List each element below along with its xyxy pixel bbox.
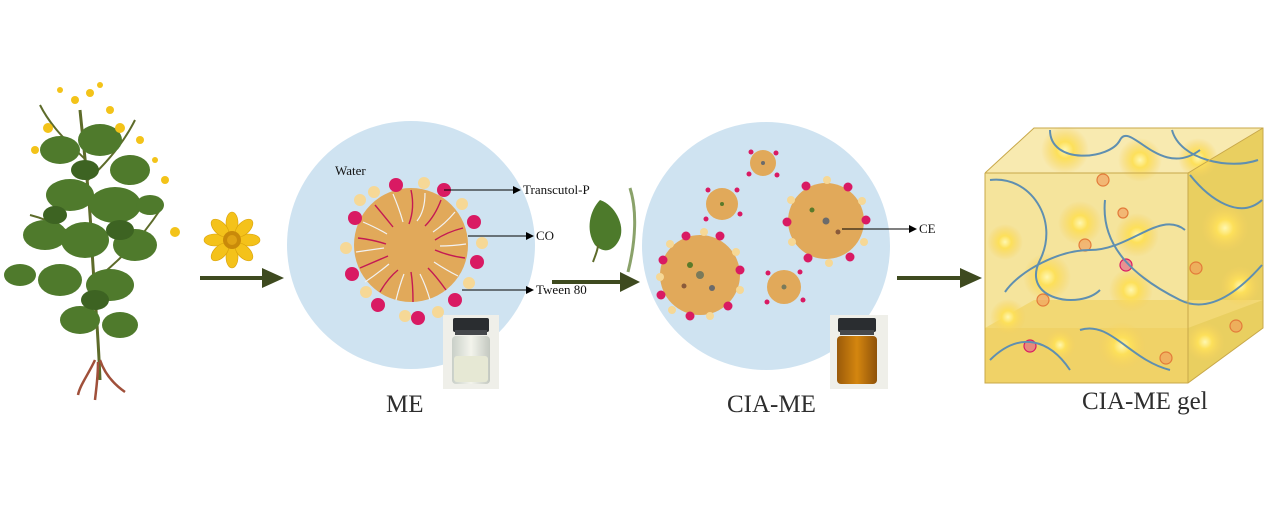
water-label: Water <box>335 163 366 178</box>
yellow-flower-icon <box>203 211 261 269</box>
loaded-droplet-small-1 <box>703 187 743 222</box>
loaded-droplet-small-2 <box>746 149 780 178</box>
process-arrow-2 <box>552 272 640 292</box>
me-label: ME <box>386 391 424 418</box>
transcutol-label: Transcutol-P <box>523 182 590 197</box>
stem-icon <box>626 187 637 273</box>
chrysanthemum-plant-icon <box>4 82 180 401</box>
me-callouts: Transcutol-P CO Tween 80 <box>444 182 590 297</box>
ce-callout: CE <box>842 221 936 236</box>
process-arrow-1 <box>200 268 284 288</box>
gel-cube-icon <box>984 126 1264 384</box>
loaded-droplet-large <box>656 228 745 321</box>
loaded-droplet-small-3 <box>764 269 806 305</box>
cia-me-label: CIA-ME <box>727 391 816 418</box>
co-label: CO <box>536 228 554 243</box>
cia-me-gel-label: CIA-ME gel <box>1082 388 1208 415</box>
ce-label: CE <box>919 221 936 236</box>
cia-me-droplet <box>642 122 890 370</box>
loaded-droplet-upper-right <box>782 176 871 267</box>
leaf-icon <box>589 200 622 263</box>
tween-label: Tween 80 <box>536 282 587 297</box>
me-droplet: Water <box>287 121 535 369</box>
amber-vial-icon <box>830 315 888 389</box>
clear-vial-icon <box>443 315 499 389</box>
process-arrow-3 <box>897 268 982 288</box>
